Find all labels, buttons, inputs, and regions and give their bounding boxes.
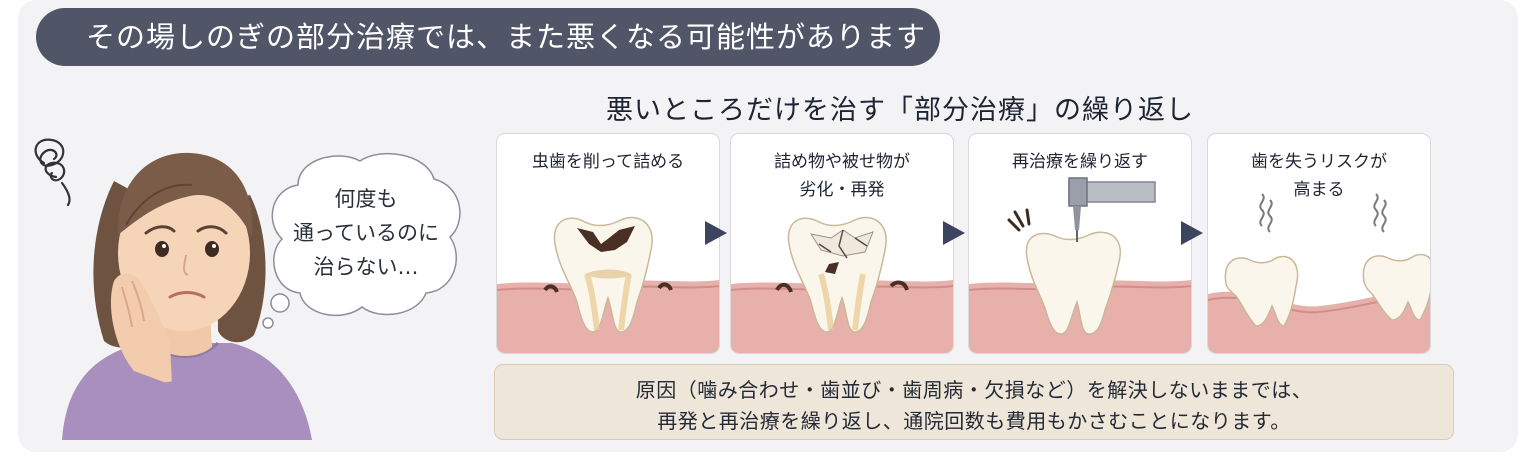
step-card-2: 詰め物や被せ物が 劣化・再発: [730, 133, 954, 354]
warning-banner: その場しのぎの部分治療では、また悪くなる可能性があります: [36, 8, 940, 66]
missing-tooth-icon: [1208, 193, 1430, 353]
step-card-1: 虫歯を削って詰める: [496, 133, 720, 354]
cause-note: 原因（噛み合わせ・歯並び・歯周病・欠損など）を解決しないままでは、 再発と再治療…: [494, 364, 1454, 440]
step-card-3: 再治療を繰り返す: [968, 133, 1192, 354]
filled-tooth-icon: [497, 216, 719, 353]
step-label: 歯を失うリスクが 高まる: [1251, 152, 1387, 200]
step-card-4: 歯を失うリスクが 高まる: [1207, 133, 1431, 354]
thought-bubble-text: 何度も 通っているのに 治らない…: [286, 182, 446, 284]
arrow-right-icon: [1181, 221, 1203, 245]
bubble-line: 何度も: [334, 187, 398, 211]
bubble-line: 治らない…: [313, 255, 419, 279]
worried-woman-illustration: [34, 138, 312, 440]
step-label: 虫歯を削って詰める: [531, 152, 685, 172]
dental-drill-icon: [969, 177, 1191, 353]
bubble-line: 通っているのに: [293, 221, 439, 245]
worry-scribble-icon: [34, 138, 71, 207]
arrow-right-icon: [705, 221, 727, 245]
note-line-2: 再発と再治療を繰り返し、通院回数も費用もかさむことになります。: [657, 409, 1291, 433]
step-label: 詰め物や被せ物が 劣化・再発: [774, 152, 910, 200]
arrow-right-icon: [943, 221, 965, 245]
cracked-tooth-icon: [731, 216, 953, 353]
note-line-1: 原因（噛み合わせ・歯並び・歯周病・欠損など）を解決しないままでは、: [635, 378, 1313, 402]
step-label: 再治療を繰り返す: [1012, 152, 1148, 172]
section-subtitle: 悪いところだけを治す「部分治療」の繰り返し: [606, 95, 1194, 126]
thought-bubble: [262, 153, 461, 329]
